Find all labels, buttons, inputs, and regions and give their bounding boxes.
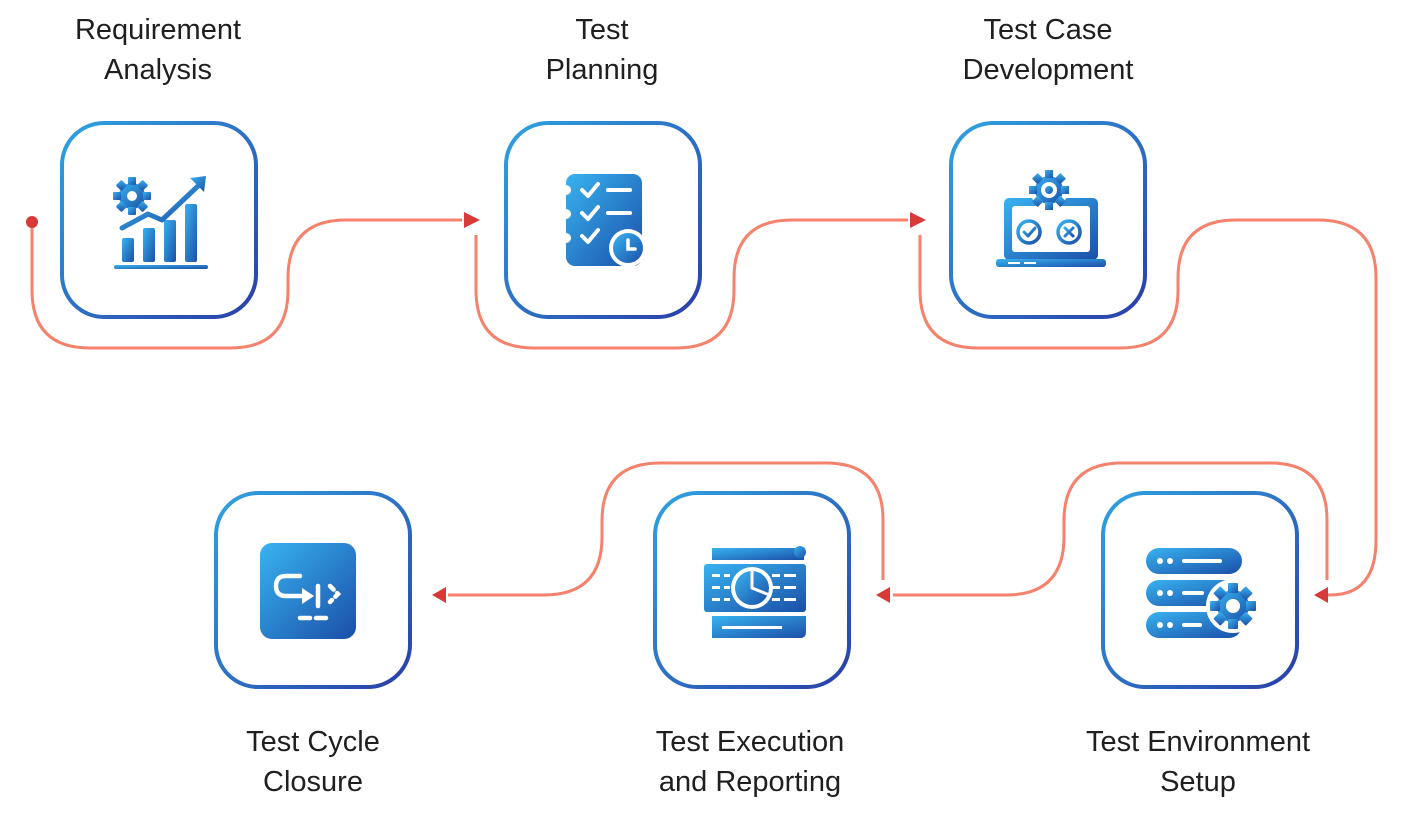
arrow-to-test-case-development: [910, 212, 926, 228]
label-test-cycle-closure-line2: Closure: [263, 766, 363, 798]
label-requirement-analysis: Requirement Analysis: [8, 10, 308, 90]
checklist-clock-icon: [561, 174, 647, 267]
analytics-chart-gear-icon: [113, 176, 208, 269]
cycle-arrow-icon: [260, 543, 356, 639]
label-test-case-development-line1: Test Case: [983, 14, 1113, 46]
arrow-to-test-environment-setup: [1314, 587, 1328, 603]
report-pie-chart-icon: [704, 546, 806, 638]
arrow-to-test-planning: [464, 212, 480, 228]
label-test-environment-setup: Test Environment Setup: [1048, 722, 1348, 802]
label-test-planning-line1: Test: [575, 14, 629, 46]
start-dot: [26, 216, 38, 228]
connector-4: [893, 461, 1329, 597]
arrowheads: [432, 212, 1328, 603]
connector-5: [448, 461, 885, 597]
label-test-environment-setup-line1: Test Environment: [1085, 726, 1311, 758]
label-requirement-analysis-line2: Analysis: [104, 54, 212, 86]
connector-2: [474, 218, 908, 350]
label-test-execution-reporting-line2: and Reporting: [658, 766, 842, 798]
label-test-planning: Test Planning: [452, 10, 752, 90]
laptop-gear-check-cross-icon: [996, 170, 1106, 267]
label-test-cycle-closure: Test Cycle Closure: [163, 722, 463, 802]
label-test-execution-reporting: Test Execution and Reporting: [600, 722, 900, 802]
connector-1: [30, 218, 462, 350]
server-gear-icon: [1146, 548, 1260, 638]
label-requirement-analysis-line1: Requirement: [74, 14, 242, 46]
connector-lines: [30, 218, 1378, 597]
label-test-case-development-line2: Development: [962, 54, 1134, 86]
label-test-case-development: Test Case Development: [898, 10, 1198, 90]
label-test-planning-line2: Planning: [545, 54, 659, 86]
arrow-to-test-cycle-closure: [432, 587, 446, 603]
label-test-execution-reporting-line1: Test Execution: [655, 726, 845, 758]
connector-3: [918, 218, 1378, 597]
arrow-to-test-execution: [876, 587, 890, 603]
label-test-environment-setup-line2: Setup: [1160, 766, 1236, 798]
icon-boxes: [60, 121, 1299, 689]
label-test-cycle-closure-line1: Test Cycle: [246, 726, 380, 758]
